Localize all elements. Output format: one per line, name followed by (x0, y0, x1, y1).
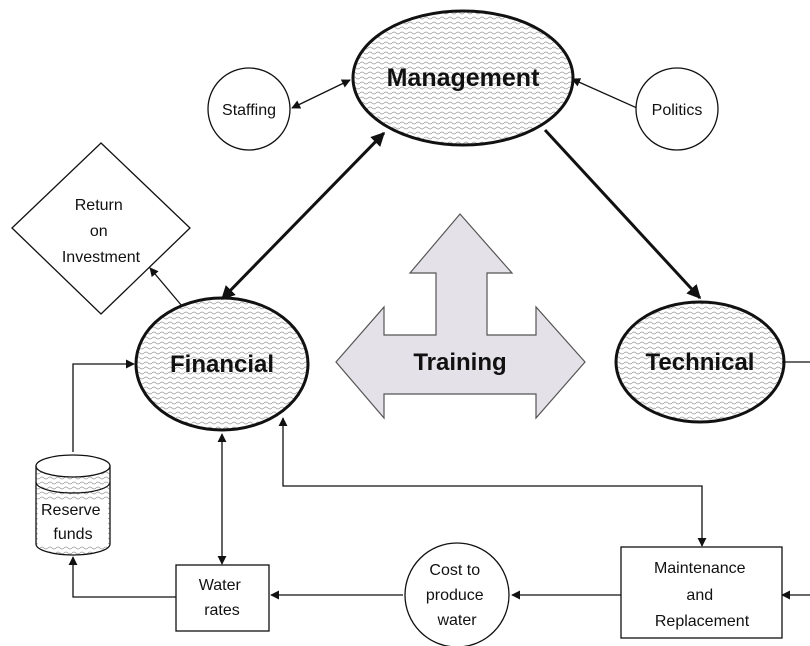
arrow-management-technical (543, 128, 702, 300)
financial-label: Financial (170, 351, 274, 378)
politics-label: Politics (652, 102, 703, 119)
cost-to-produce-label: Cost to produce water (426, 562, 488, 629)
water-rates-line-2: rates (204, 602, 240, 619)
roi-line-2: on (90, 223, 108, 240)
water-rates-line-1: Water (199, 577, 242, 594)
management-label: Management (387, 64, 540, 92)
maintenance-label: Maintenance and Replacement (654, 560, 750, 630)
cost-line-3: water (436, 612, 477, 629)
reserve-line-1: Reserve (41, 502, 101, 519)
cost-line-1: Cost to (429, 562, 480, 579)
roi-line-1: Return (75, 197, 123, 214)
roi-line-3: Investment (62, 249, 141, 266)
reserve-funds-label: Reserve funds (41, 502, 105, 543)
maintenance-line-2: and (686, 587, 713, 604)
arrow-politics-management (571, 78, 638, 109)
politics-node (635, 67, 719, 151)
arrow-staffing-management (291, 79, 351, 109)
arrow-financial-roi (149, 267, 183, 307)
technical-label: Technical (646, 349, 755, 376)
management-node (351, 9, 575, 147)
financial-node (134, 296, 310, 432)
arrow-financial-management (220, 131, 386, 301)
cost-line-2: produce (426, 587, 484, 604)
reserve-funds-node (35, 454, 111, 556)
technical-node (614, 300, 786, 424)
water-rates-node (175, 564, 270, 632)
cost-to-produce-node (404, 542, 510, 646)
maintenance-line-1: Maintenance (654, 560, 746, 577)
training-arrow-shape (335, 213, 586, 420)
water-rates-label: Water rates (199, 577, 246, 619)
arrow-waterrates-reserve (68, 556, 176, 598)
maintenance-node (620, 546, 783, 639)
roi-label: Return on Investment (62, 197, 141, 266)
reserve-line-2: funds (53, 526, 92, 543)
arrow-reserve-financial (72, 359, 135, 452)
maintenance-line-3: Replacement (655, 613, 750, 630)
staffing-node (207, 67, 291, 151)
staffing-label: Staffing (222, 102, 276, 119)
training-label: Training (413, 349, 506, 376)
roi-node (11, 142, 191, 315)
arrow-financial-maintenance (278, 417, 707, 547)
